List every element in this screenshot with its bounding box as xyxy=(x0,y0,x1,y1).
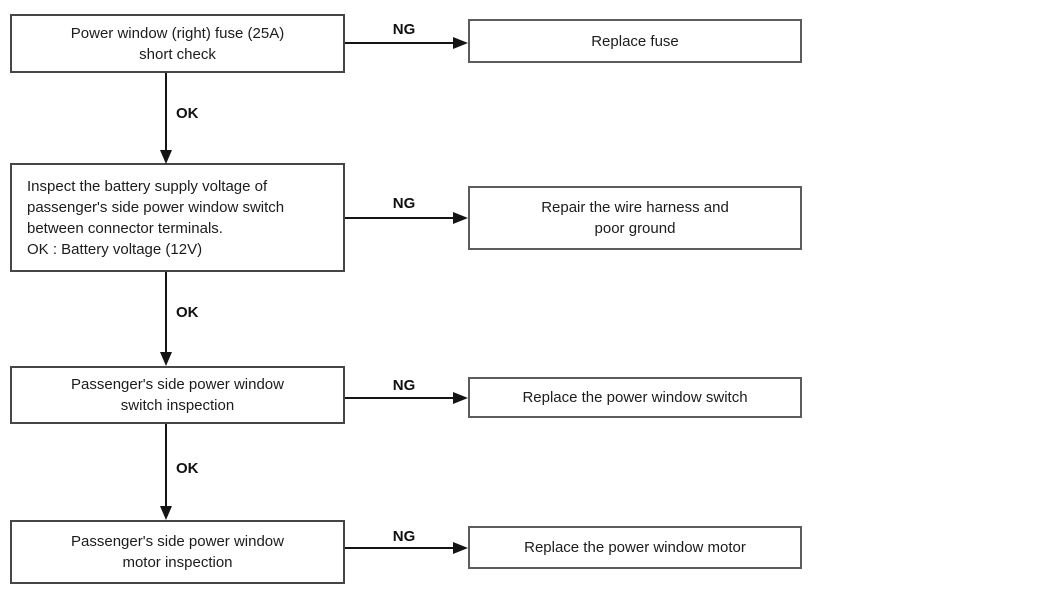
arrow-down-icon xyxy=(160,506,172,520)
action-box-replace-fuse: Replace fuse xyxy=(468,19,802,63)
ng-label: NG xyxy=(392,377,416,394)
ok-label: OK xyxy=(176,105,199,122)
ok-label: OK xyxy=(176,304,199,321)
arrow-down-icon xyxy=(160,150,172,164)
step-box-motor-inspection: Passenger's side power window motor insp… xyxy=(10,520,345,584)
ok-label: OK xyxy=(176,460,199,477)
ng-arrow-line-4 xyxy=(345,547,455,549)
arrow-right-icon xyxy=(453,212,468,224)
action-box-replace-switch: Replace the power window switch xyxy=(468,377,802,418)
ok-arrow-line-3 xyxy=(165,424,167,507)
ng-label: NG xyxy=(392,195,416,212)
arrow-down-icon xyxy=(160,352,172,366)
ng-arrow-line-1 xyxy=(345,42,455,44)
arrow-right-icon xyxy=(453,542,468,554)
action-box-repair-wire-harness: Repair the wire harness and poor ground xyxy=(468,186,802,250)
step-box-fuse-short-check: Power window (right) fuse (25A) short ch… xyxy=(10,14,345,73)
ng-label: NG xyxy=(392,528,416,545)
ng-label: NG xyxy=(392,21,416,38)
ng-arrow-line-3 xyxy=(345,397,455,399)
action-box-replace-motor: Replace the power window motor xyxy=(468,526,802,569)
arrow-right-icon xyxy=(453,37,468,49)
step-box-battery-voltage-inspection: Inspect the battery supply voltage of pa… xyxy=(10,163,345,272)
ng-arrow-line-2 xyxy=(345,217,455,219)
ok-arrow-line-1 xyxy=(165,73,167,151)
arrow-right-icon xyxy=(453,392,468,404)
step-box-switch-inspection: Passenger's side power window switch ins… xyxy=(10,366,345,424)
ok-arrow-line-2 xyxy=(165,272,167,353)
